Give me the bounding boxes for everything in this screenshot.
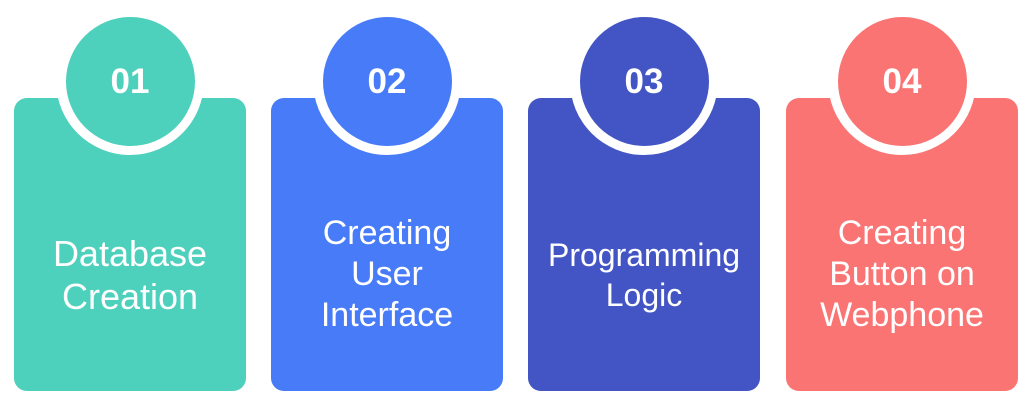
step-title: Database Creation xyxy=(52,232,208,317)
step-card-04[interactable]: 04 Creating Button on Webphone xyxy=(786,0,1018,405)
step-number-label: 04 xyxy=(882,61,922,101)
step-number-label: 01 xyxy=(110,61,150,101)
step-number-bubble: 01 xyxy=(65,16,195,146)
step-title: Creating Button on Webphone xyxy=(820,214,984,334)
step-number-bubble: 03 xyxy=(579,16,709,146)
step-title: Creating User Interface xyxy=(320,214,454,334)
step-number-label: 03 xyxy=(624,61,664,101)
step-title: Programming Logic xyxy=(547,236,741,313)
step-card-01[interactable]: 01 Database Creation xyxy=(14,0,246,405)
step-card-02[interactable]: 02 Creating User Interface xyxy=(271,0,503,405)
step-number-bubble: 02 xyxy=(322,16,452,146)
step-number-bubble: 04 xyxy=(837,16,967,146)
step-number-label: 02 xyxy=(367,61,407,101)
step-card-03[interactable]: 03 Programming Logic xyxy=(528,0,760,405)
